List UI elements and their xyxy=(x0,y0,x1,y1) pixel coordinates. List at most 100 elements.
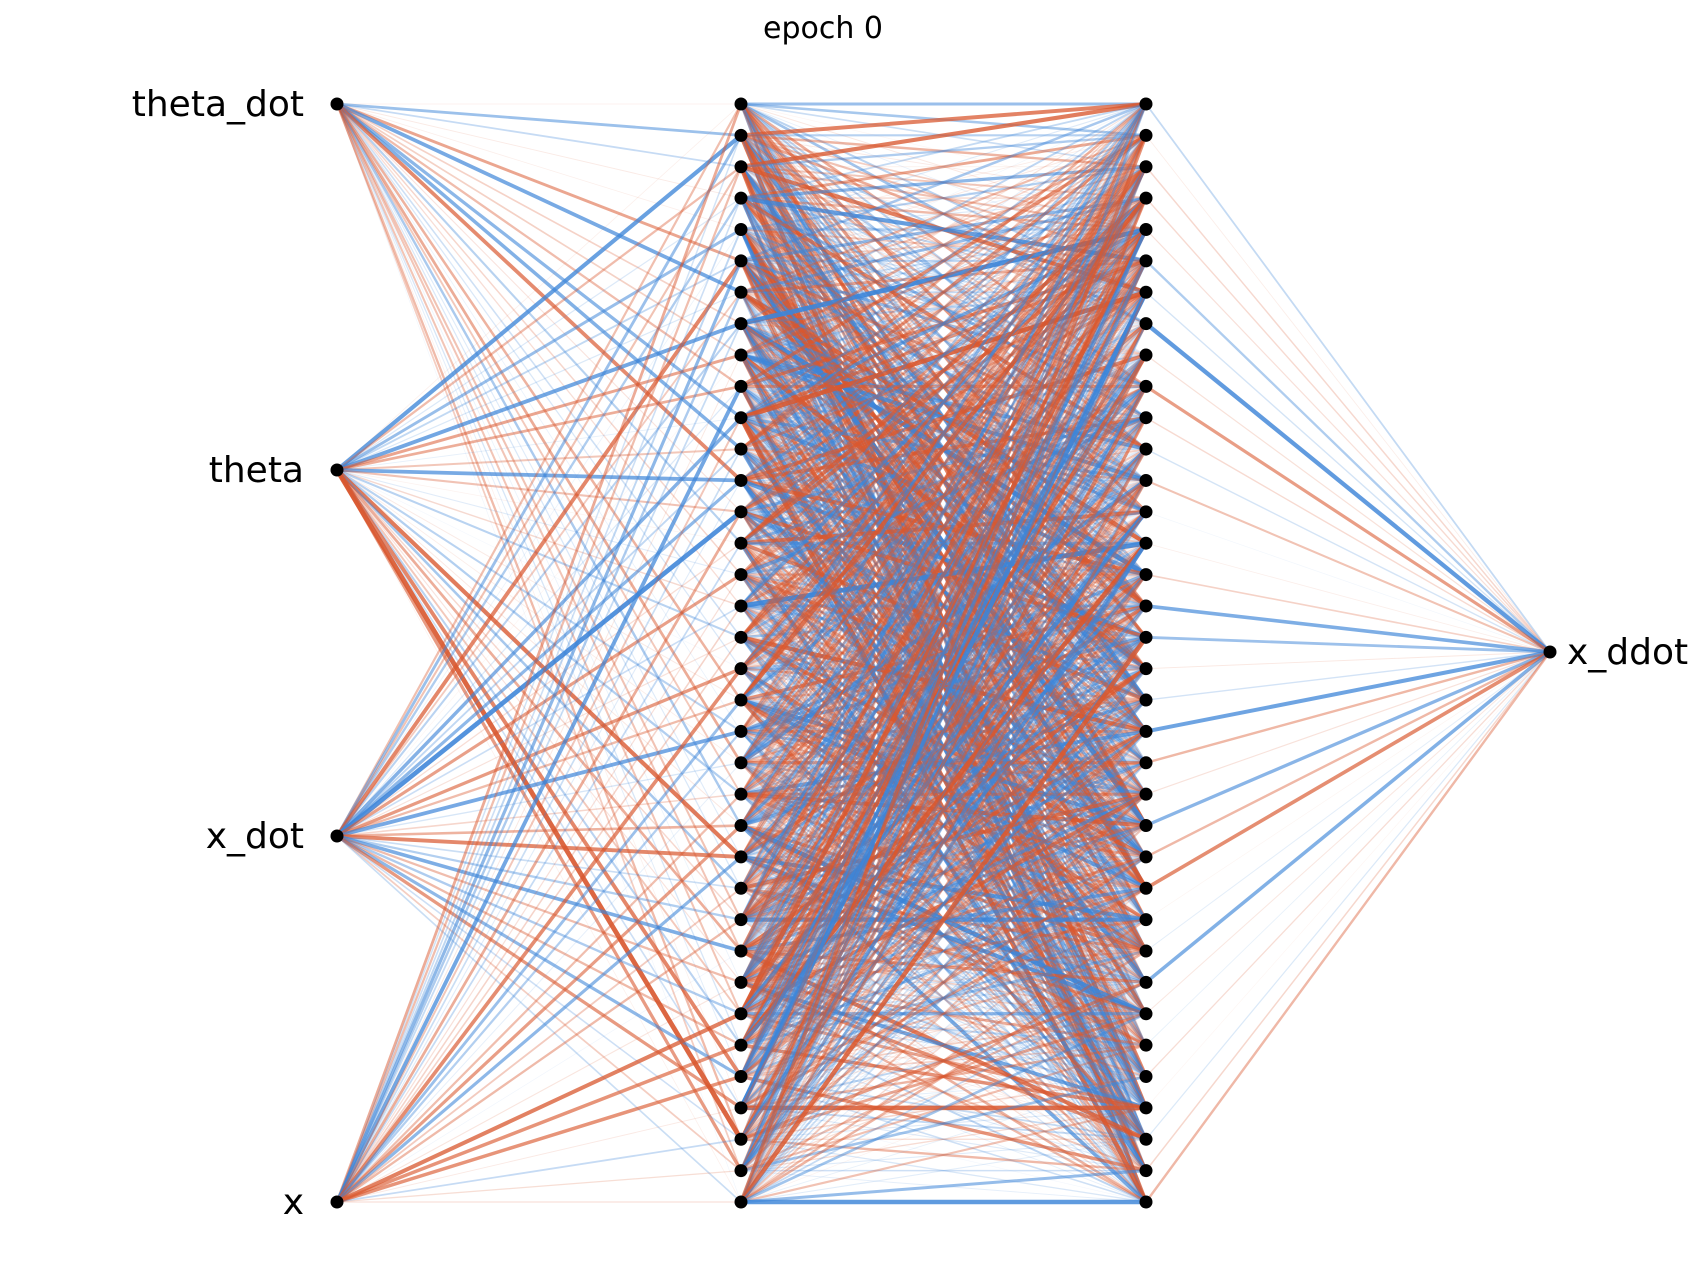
weight-edge xyxy=(739,165,1148,922)
weight-edge xyxy=(739,541,1148,1173)
hidden2-node xyxy=(1139,442,1153,456)
weight-edge xyxy=(740,134,1147,513)
hidden2-node xyxy=(1139,756,1153,770)
weight-edge xyxy=(738,289,1149,1111)
hidden2-node xyxy=(1139,348,1153,362)
weight-edge xyxy=(739,102,1148,922)
weight-edge xyxy=(334,509,744,839)
weight-edge xyxy=(740,228,1147,764)
weight-edge xyxy=(335,165,743,472)
hidden1-node xyxy=(734,505,748,519)
weight-edge xyxy=(335,291,743,1204)
weight-edge xyxy=(335,698,743,838)
weight-edge xyxy=(739,102,1148,1204)
weight-edge xyxy=(739,730,1148,1047)
weight-edge xyxy=(739,1106,1148,1204)
weight-edge xyxy=(336,354,742,1203)
weight-edge xyxy=(335,165,743,1204)
weight-edge xyxy=(739,604,1148,953)
weight-edge xyxy=(740,574,1147,1171)
weight-edge xyxy=(1145,651,1551,1078)
weight-edge xyxy=(335,196,743,838)
weight-edge xyxy=(336,103,742,199)
hidden2-node xyxy=(1139,1164,1153,1178)
hidden2-node xyxy=(1139,724,1153,738)
weight-edge xyxy=(739,1169,1148,1204)
hidden1-node xyxy=(734,348,748,362)
hidden1-node xyxy=(734,599,748,613)
weight-edge xyxy=(739,102,1148,1078)
weight-edge xyxy=(334,467,744,860)
weight-edge xyxy=(740,134,1147,1141)
weight-edge xyxy=(740,103,1147,199)
weight-edge xyxy=(336,835,742,1172)
weight-edge xyxy=(740,134,1147,230)
hidden1-node xyxy=(734,975,748,989)
hidden1-node xyxy=(734,254,748,268)
weight-edge xyxy=(740,448,1147,1109)
weight-edge xyxy=(335,468,743,953)
weight-edge xyxy=(740,165,1147,733)
hidden2-node xyxy=(1139,379,1153,393)
weight-edge xyxy=(739,102,1148,263)
weight-edge xyxy=(740,730,1147,1172)
weight-edge xyxy=(335,415,743,838)
hidden1-node xyxy=(734,1070,748,1084)
weight-edge xyxy=(740,103,1147,827)
weight-edge xyxy=(739,291,1148,1204)
weight-edge xyxy=(336,417,742,471)
weight-edge xyxy=(336,291,742,837)
weight-edge xyxy=(740,1013,1147,1172)
weight-edge xyxy=(336,103,742,576)
weight-edge xyxy=(739,134,1148,294)
weight-edge xyxy=(739,102,1148,451)
weight-edge xyxy=(336,950,742,1203)
weight-edge xyxy=(335,353,743,472)
weight-edge xyxy=(739,886,1148,1110)
weight-edge xyxy=(335,1043,743,1204)
weight-edge xyxy=(336,469,742,1203)
weight-edge xyxy=(1145,291,1551,653)
weight-edge xyxy=(336,416,742,1203)
weight-edge xyxy=(336,981,742,1203)
weight-edge xyxy=(740,165,1147,1109)
weight-edge xyxy=(335,834,743,984)
input-node xyxy=(330,1195,344,1209)
weight-edge xyxy=(336,229,742,837)
weight-edge xyxy=(335,102,743,420)
weight-edge xyxy=(739,196,1148,733)
weight-edge xyxy=(740,291,1147,639)
weight-edge xyxy=(335,834,743,1047)
weight-edge xyxy=(335,102,743,702)
hidden1-node xyxy=(734,881,748,895)
weight-edge xyxy=(335,573,743,838)
weight-edge xyxy=(335,1074,743,1204)
weight-edge xyxy=(740,1076,1147,1109)
weight-edge xyxy=(1145,573,1551,653)
weight-edge xyxy=(739,102,1148,890)
hidden1-node xyxy=(734,693,748,707)
weight-edge xyxy=(336,469,742,607)
hidden1-node xyxy=(734,568,748,582)
weight-edge xyxy=(739,102,1148,796)
weight-edge xyxy=(335,133,743,838)
weight-edge xyxy=(740,103,1147,670)
hidden2-node xyxy=(1139,568,1153,582)
weight-edge xyxy=(336,605,742,1203)
weight-edge xyxy=(740,636,1147,1140)
weight-edge xyxy=(1145,651,1551,1015)
weight-edge xyxy=(740,134,1147,639)
weight-edge xyxy=(740,762,1147,1172)
weight-edge xyxy=(739,165,1148,1016)
weight-edge xyxy=(740,103,1147,1172)
weight-edge xyxy=(740,982,1147,1046)
weight-edge xyxy=(740,291,1147,1140)
weight-edge xyxy=(740,385,1147,544)
weight-edge xyxy=(335,468,743,733)
weight-edge xyxy=(336,197,742,471)
weight-edge xyxy=(739,479,1148,796)
weight-edge xyxy=(740,511,1147,1203)
weight-edge xyxy=(740,197,1147,1015)
weight-edge xyxy=(739,886,1148,1016)
